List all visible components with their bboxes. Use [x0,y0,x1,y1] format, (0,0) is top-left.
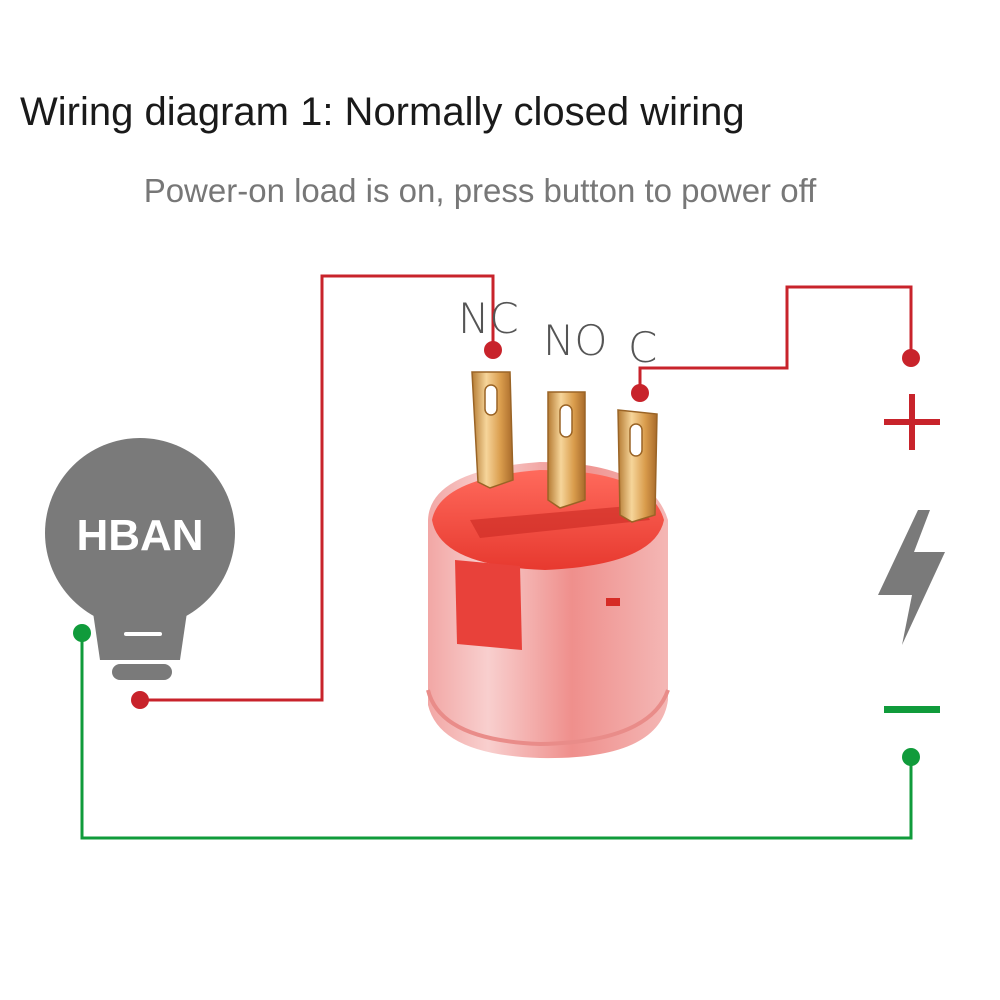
plus-icon [884,394,940,450]
wire-lamp-to-minus [80,633,913,840]
power-plus-dot [902,349,920,367]
lamp-red-dot [131,691,149,709]
terminal-c-label: C [628,323,657,372]
terminal-nc-dot [484,341,502,359]
diagram-title: Wiring diagram 1: Normally closed wiring [20,90,745,134]
lamp-brand-label: HBAN [76,511,203,560]
lightbulb-icon: HBAN [45,438,235,680]
wire-nc-to-lamp [140,274,495,702]
wire-c-to-plus [638,285,913,393]
lamp-green-dot [73,624,91,642]
terminal-nc-label: NC [458,294,519,343]
minus-icon [884,706,940,713]
terminal-no-label: NO [543,316,607,365]
push-button-switch-icon [426,371,670,759]
power-minus-dot [902,748,920,766]
terminal-c-dot [631,384,649,402]
diagram-subtitle: Power-on load is on, press button to pow… [143,172,817,209]
lightning-bolt-icon [878,510,945,645]
